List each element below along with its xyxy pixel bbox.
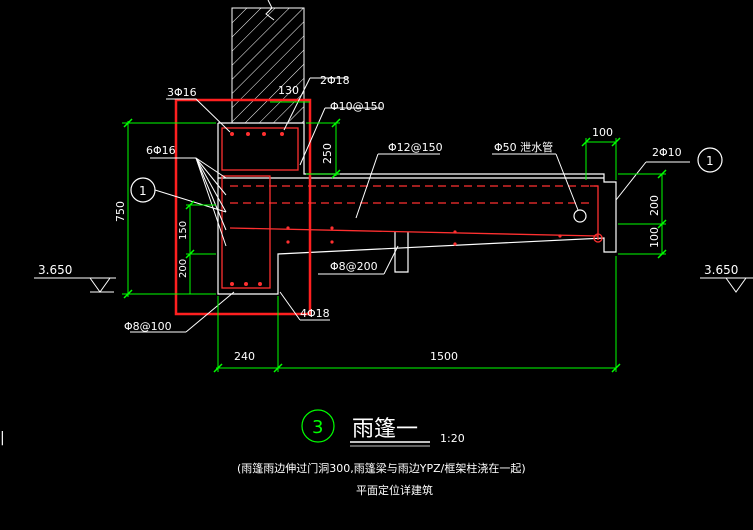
detail-title: 雨篷一 — [352, 417, 418, 442]
label-dim-1500: 1500 — [430, 350, 458, 363]
note-line-2: 平面定位详建筑 — [356, 483, 433, 497]
highlight-rect — [174, 98, 312, 316]
label-dim-250: 250 — [321, 143, 334, 164]
marker-1-left: 1 — [139, 184, 147, 198]
rebar-lines — [221, 127, 603, 289]
label-6phi16: 6Φ16 — [146, 144, 176, 157]
label-2phi18: 2Φ18 — [320, 74, 350, 87]
marker-1-right: 1 — [706, 154, 714, 168]
section-marker-left — [130, 177, 156, 203]
label-dim-130: 130 — [278, 84, 299, 97]
label-dim-200-left: 200 — [178, 259, 189, 278]
label-phi12-150: Φ12@150 — [388, 141, 443, 154]
label-elev-left: 3.650 — [38, 263, 72, 277]
label-dim-750: 750 — [114, 201, 127, 222]
leader-lines — [130, 77, 690, 333]
label-dim-200-right: 200 — [648, 195, 661, 216]
drain-pipe-symbol — [573, 209, 587, 223]
elevation-marks — [34, 277, 753, 293]
label-phi10-150: Φ10@150 — [330, 100, 385, 113]
label-dim-150: 150 — [178, 221, 189, 240]
edge-mark: | — [0, 430, 5, 446]
rebar-dots — [230, 132, 562, 286]
label-phi8-200: Φ8@200 — [330, 260, 378, 273]
dimension-lines — [122, 101, 666, 372]
label-elev-right: 3.650 — [704, 263, 738, 277]
note-line-1: (雨篷雨边伸过门洞300,雨篷梁与雨边YPZ/框架柱浇在一起) — [237, 461, 526, 475]
label-drain-pipe: Φ50 泄水管 — [494, 140, 553, 154]
detail-scale: 1:20 — [440, 432, 465, 445]
wall-above — [231, 0, 305, 124]
section-marker-right — [697, 147, 723, 173]
label-2phi10: 2Φ10 — [652, 146, 682, 159]
detail-number: 3 — [312, 417, 323, 438]
label-dim-100-right: 100 — [648, 227, 661, 248]
label-4phi18: 4Φ18 — [300, 307, 330, 320]
detail-marker-circle — [301, 409, 335, 443]
label-phi8-100: Φ8@100 — [124, 320, 172, 333]
label-dim-100-top: 100 — [592, 126, 613, 139]
label-dim-240: 240 — [234, 350, 255, 363]
dimension-ticks — [123, 118, 667, 373]
label-3phi16: 3Φ16 — [167, 86, 197, 99]
